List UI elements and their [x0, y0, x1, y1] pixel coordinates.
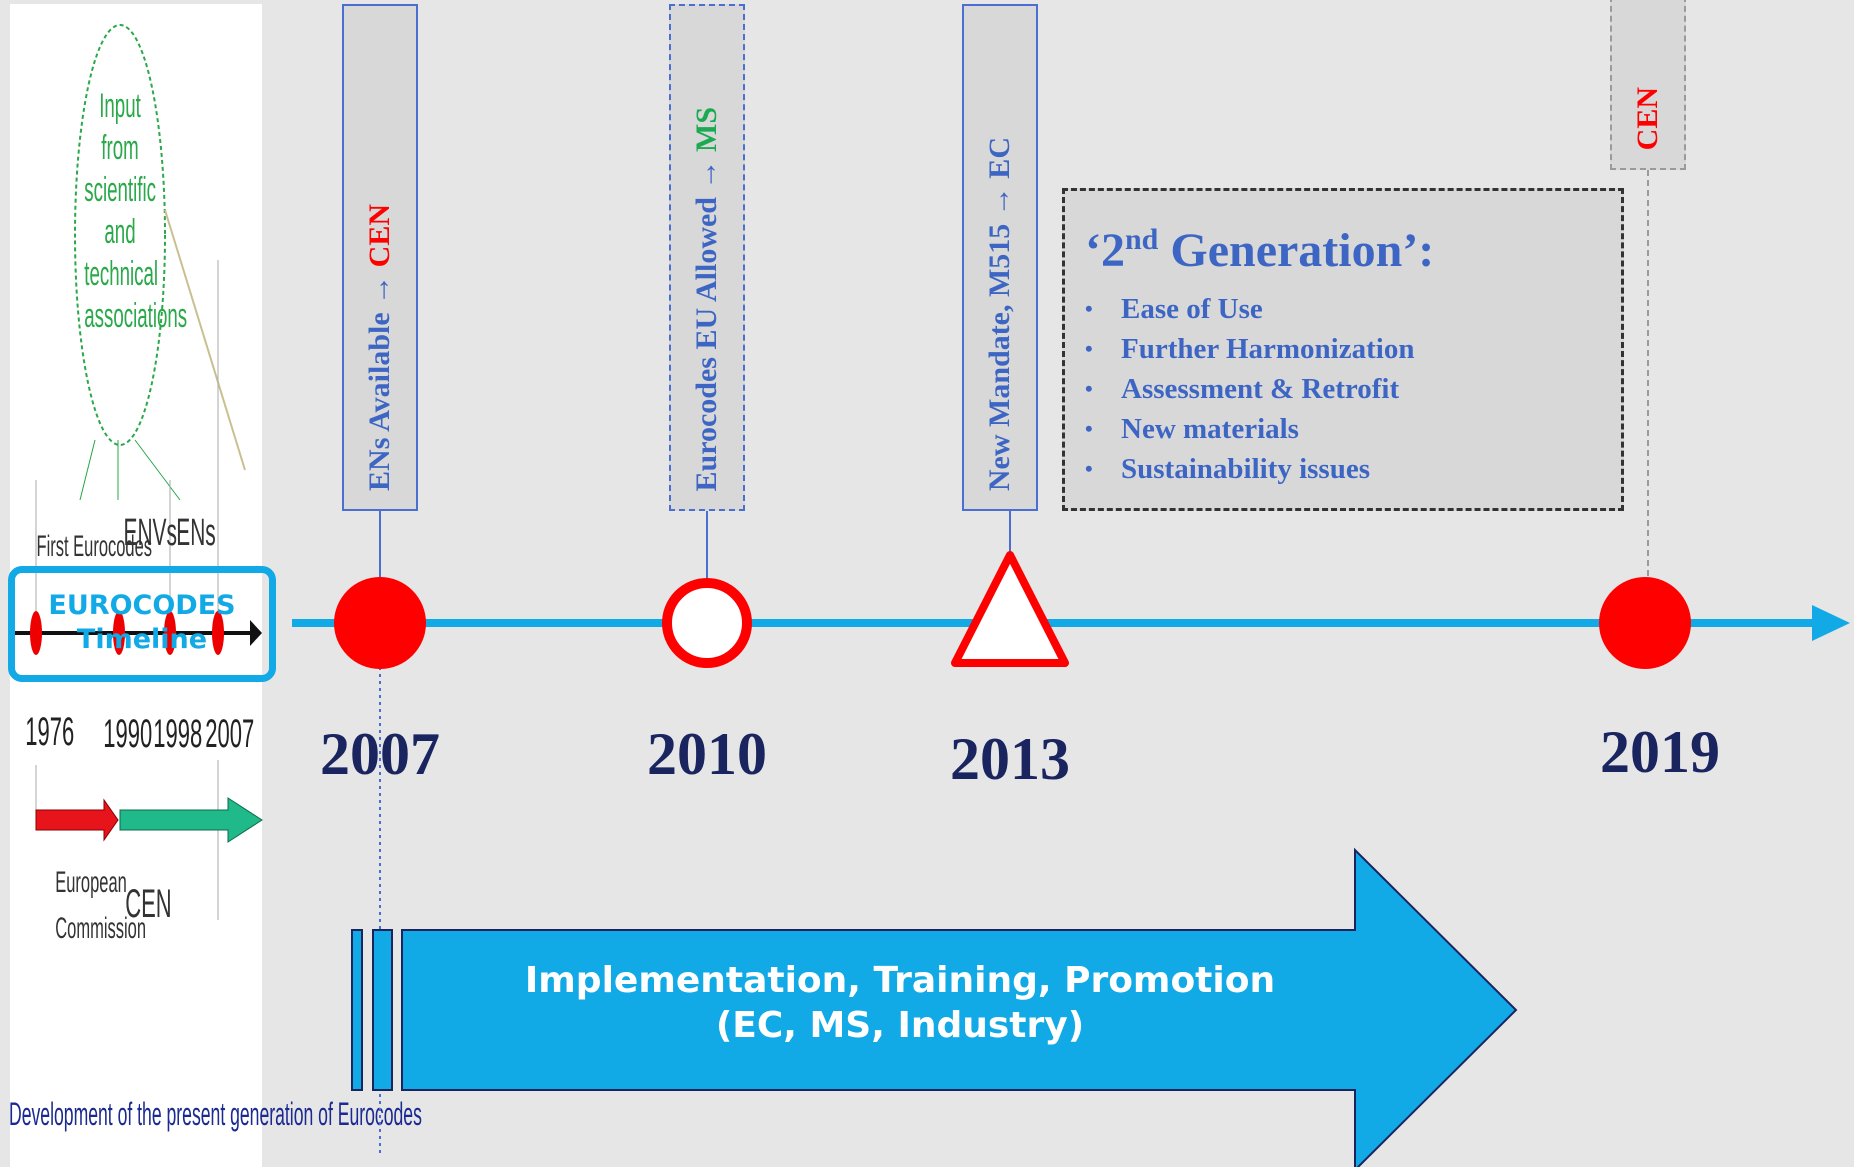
title-part: Generation’:	[1158, 224, 1435, 277]
eurocodes-eu-allowed-text: Eurocodes EU Allowed	[690, 196, 723, 491]
arrow-glyph: →	[690, 159, 723, 190]
milestone-text-2019: CEN	[1631, 86, 1664, 150]
cen-target: CEN	[363, 204, 396, 268]
thumbnail-marker	[30, 611, 42, 655]
second-generation-title: ‘2nd Generation’:	[1085, 223, 1434, 278]
thumbnail-marker	[212, 611, 224, 655]
year-2019: 2019	[1600, 719, 1720, 785]
milestone-box-2019: CEN	[1610, 0, 1686, 170]
thumbnail-marker	[164, 611, 176, 655]
marker-2007-filled-circle	[334, 577, 426, 669]
marker-2019-filled-circle	[1599, 577, 1691, 669]
bubble-connector-line	[134, 439, 181, 501]
left-thumbnail-panel	[10, 4, 262, 1167]
second-generation-box: ‘2nd Generation’: Ease of Use Further Ha…	[1062, 188, 1624, 511]
marker-2010-open-circle	[662, 578, 752, 668]
impl-arrow-stripe	[351, 929, 363, 1091]
thumbnail-timeline-arrowhead	[250, 620, 262, 646]
bubble-connector-line	[79, 439, 96, 501]
arrow-glyph: →	[983, 186, 1016, 217]
impl-arrow-stripe	[372, 929, 393, 1091]
bubble-connector-line	[164, 209, 246, 471]
implementation-arrow	[401, 847, 1518, 1167]
milestone-box-2013: New Mandate, M515 → EC	[962, 4, 1038, 511]
cen-arrow	[119, 797, 263, 843]
milestone-box-2010: Eurocodes EU Allowed → MS	[669, 4, 745, 511]
implementation-line-1: Implementation, Training, Promotion	[524, 960, 1276, 1001]
milestone-text-2013: New Mandate, M515 → EC	[983, 137, 1017, 491]
arrow-glyph: →	[363, 274, 396, 305]
list-item: Ease of Use	[1085, 289, 1414, 329]
implementation-label: Implementation, Training, Promotion (EC,…	[400, 958, 1400, 1048]
year-2007: 2007	[320, 721, 440, 787]
milestone-text-2007: ENs Available → CEN	[363, 204, 397, 491]
ms-target: MS	[690, 106, 723, 152]
timeline-box-line-1: EUROCODES	[48, 590, 236, 621]
input-bubble-text: Input from scientific and technical asso…	[84, 87, 188, 335]
ec-target: EC	[983, 136, 1016, 179]
ens-available-text: ENs Available	[363, 312, 396, 491]
list-item: Sustainability issues	[1085, 449, 1414, 489]
list-item: Assessment & Retrofit	[1085, 369, 1414, 409]
title-superscript: nd	[1124, 223, 1159, 256]
list-item: Further Harmonization	[1085, 329, 1414, 369]
list-item: New materials	[1085, 409, 1414, 449]
new-mandate-text: New Mandate, M515	[983, 223, 1016, 491]
second-generation-list: Ease of Use Further Harmonization Assess…	[1085, 289, 1414, 489]
implementation-line-2: (EC, MS, Industry)	[715, 1005, 1085, 1046]
european-commission-arrow	[35, 798, 119, 842]
title-part: ‘2	[1085, 224, 1125, 277]
milestone-text-2010: Eurocodes EU Allowed → MS	[690, 107, 724, 491]
input-bubble-outline	[74, 24, 166, 446]
thumbnail-marker	[113, 611, 125, 655]
eurocodes-timeline-box: EUROCODES Timeline	[8, 566, 276, 682]
left-thumbnail-graphics	[15, 24, 263, 920]
year-2010: 2010	[647, 721, 767, 787]
milestone-box-2007: ENs Available → CEN	[342, 4, 418, 511]
marker-2013-triangle	[951, 551, 1069, 667]
year-2013: 2013	[950, 726, 1070, 792]
timeline-box-line-2: Timeline	[76, 624, 208, 655]
main-timeline-arrowhead	[1812, 605, 1850, 641]
